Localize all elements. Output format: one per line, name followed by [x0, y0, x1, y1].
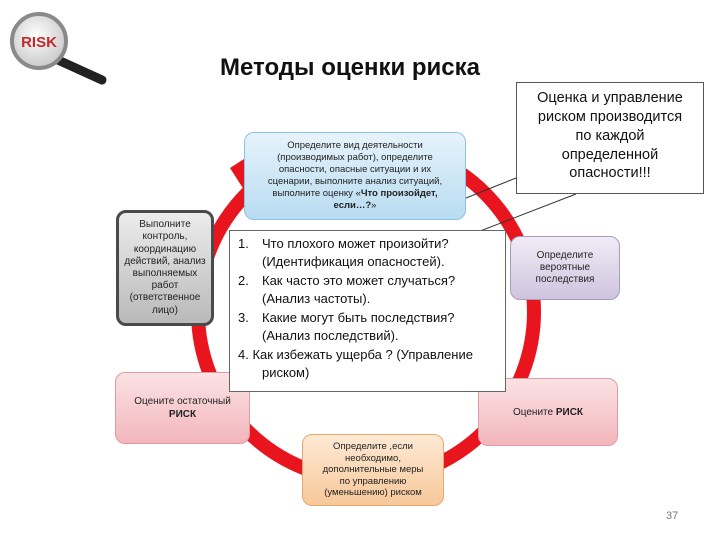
- step-residual-risk: Оцените остаточный РИСК: [115, 372, 250, 444]
- callout-line: Оценка и управление: [537, 90, 683, 106]
- list-item-number: 2.: [238, 272, 249, 288]
- callout-line: риском производится: [537, 108, 683, 125]
- step-measures-line: Определите ,если: [333, 441, 413, 453]
- logo-text: RISK: [21, 34, 57, 51]
- step-residual-line: Оцените остаточный: [134, 396, 231, 407]
- step-measures-line: дополнительные меры: [322, 464, 424, 476]
- step-identify-line: опасности, опасные ситуации и их: [278, 164, 432, 176]
- step-control-line: лицо): [152, 304, 178, 316]
- step-additional-measures: Определите ,если необходимо, дополнитель…: [302, 434, 444, 506]
- list-item: 1. Что плохого может произойти? (Идентиф…: [238, 235, 499, 272]
- step-control-line: координацию: [133, 243, 197, 255]
- list-item-detail: (Анализ частоты).: [262, 291, 371, 307]
- step-control-line: действий, анализ: [124, 255, 206, 267]
- step-assess-risk-word: РИСК: [555, 406, 584, 418]
- step-control-line: (ответственное: [129, 292, 201, 304]
- list-item-detail: (Идентификация опасностей).: [262, 254, 445, 270]
- callout-line: опасности!!!: [569, 165, 651, 182]
- step-control-line: Выполните: [139, 219, 191, 231]
- callout-line: определенной: [561, 146, 659, 163]
- step-control: Выполните контроль, координацию действий…: [116, 210, 214, 326]
- list-item: 3. Какие могут быть последствия? (Анализ…: [238, 309, 499, 346]
- step-identify-prefix: выполните оценку «: [272, 187, 361, 199]
- step-residual-risk-word: РИСК: [168, 409, 197, 420]
- step-measures-line: (уменьшению) риском: [324, 487, 422, 499]
- step-consequences-line: вероятные: [539, 262, 591, 273]
- list-item-number: 1.: [238, 236, 249, 251]
- list-item-question: Что плохого может произойти?: [262, 236, 449, 251]
- page-title: Методы оценки риска: [220, 54, 481, 81]
- step-identify-suffix: »: [371, 199, 377, 211]
- step-consequences-line: Определите: [536, 250, 594, 261]
- step-consequences: Определите вероятные последствия: [510, 236, 620, 300]
- step-identify-line: сценарии, выполните анализ ситуаций,: [267, 176, 443, 187]
- step-identify-line: выполните оценку «Что произойдет, если…?…: [255, 188, 455, 212]
- list-item-question: Как часто это может случаться?: [262, 272, 456, 288]
- step-control-line: контроль,: [142, 231, 188, 243]
- questions-list: 1. Что плохого может произойти? (Идентиф…: [229, 230, 506, 392]
- step-identify-question: Что произойдет, если…?: [333, 187, 438, 211]
- step-identify-activity: Определите вид деятельности (производимы…: [244, 132, 466, 220]
- list-item: 2. Как часто это может случаться? (Анали…: [238, 272, 499, 309]
- list-item-question: Какие могут быть последствия?: [262, 309, 455, 325]
- page-number: 37: [666, 510, 679, 522]
- list-item-detail: (Анализ последствий).: [262, 328, 399, 344]
- step-assess-risk: Оцените РИСК: [478, 378, 618, 446]
- step-measures-line: необходимо,: [345, 452, 401, 464]
- step-control-line: выполняемых: [132, 268, 198, 279]
- list-item-number: 3.: [238, 309, 249, 325]
- list-item: 4. Как избежать ущерба ? (Управление рис…: [238, 346, 499, 383]
- step-measures-line: по управлению: [339, 475, 407, 487]
- step-control-line: работ: [151, 280, 179, 292]
- step-consequences-line: последствия: [535, 274, 595, 285]
- step-identify-line: (производимых работ), определите: [277, 152, 433, 164]
- step-assess-prefix: Оцените: [512, 406, 556, 418]
- callout-note: Оценка и управление риском производится …: [516, 82, 704, 194]
- step-identify-line: Определите вид деятельности: [287, 140, 423, 152]
- list-item-question: 4. Как избежать ущерба ? (Управление: [238, 346, 473, 362]
- risk-magnifier-logo: RISK: [10, 12, 107, 85]
- list-item-detail: риском): [262, 365, 310, 381]
- callout-line: по каждой: [575, 127, 645, 144]
